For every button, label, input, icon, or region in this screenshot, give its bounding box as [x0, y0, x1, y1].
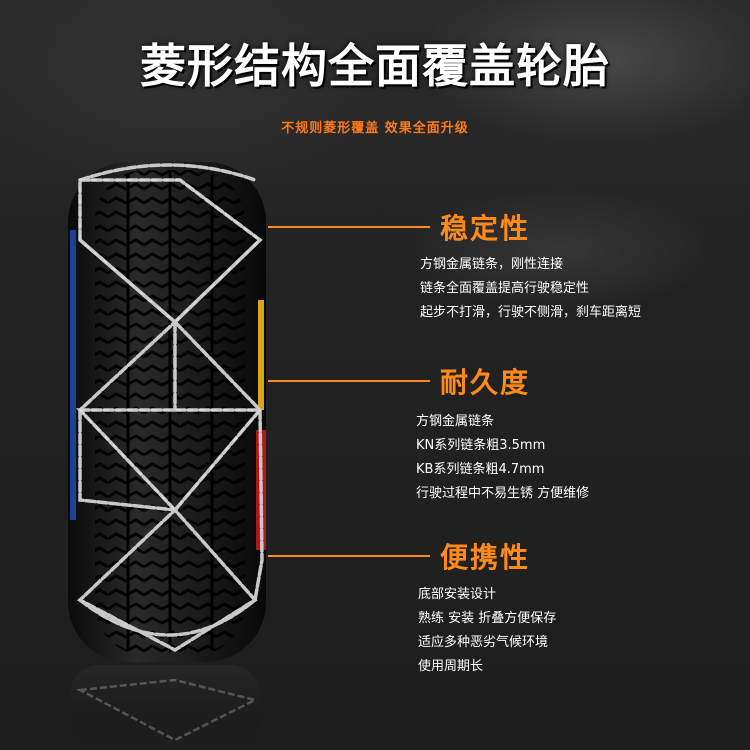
headline: 菱形结构全面覆盖轮胎	[140, 39, 610, 93]
feature-durability-connector-line	[268, 380, 430, 382]
feature-portability-header: 便携性	[268, 536, 530, 576]
feature-portability-description: 底部安装设计 熟练 安装 折叠方便保存 适应多种恶劣气候环境 使用周期长	[418, 583, 556, 679]
feature-stability-line: 起步不打滑，行驶不侧滑，刹车距离短	[420, 305, 642, 320]
feature-durability-line: 行驶过程中不易生锈 方便维修	[416, 486, 590, 501]
feature-portability-connector-line	[268, 555, 430, 557]
feature-stability-title: 稳定性	[440, 212, 531, 245]
feature-durability-header: 耐久度	[268, 361, 530, 401]
feature-durability-line: KN系列链条粗3.5mm	[416, 438, 546, 453]
feature-durability-description: 方钢金属链条 KN系列链条粗3.5mm KB系列链条粗4.7mm 行驶过程中不易…	[416, 410, 589, 506]
feature-portability-line: 适应多种恶劣气候环境	[418, 635, 549, 650]
feature-durability-line: 方钢金属链条	[416, 414, 495, 429]
feature-portability-line: 底部安装设计	[418, 587, 497, 602]
feature-stability-connector-line	[268, 226, 430, 228]
feature-portability-title: 便携性	[440, 541, 531, 574]
feature-durability-line: KB系列链条粗4.7mm	[416, 462, 545, 477]
feature-stability-line: 链条全面覆盖提高行驶稳定性	[420, 281, 590, 296]
feature-durability-title: 耐久度	[440, 366, 531, 399]
feature-stability-line: 方钢金属链条，刚性连接	[420, 257, 564, 272]
feature-portability-line: 熟练 安装 折叠方便保存	[418, 611, 557, 626]
feature-stability-header: 稳定性	[268, 207, 530, 247]
feature-stability-description: 方钢金属链条，刚性连接 链条全面覆盖提高行驶稳定性 起步不打滑，行驶不侧滑，刹车…	[420, 253, 641, 325]
feature-portability-line: 使用周期长	[418, 659, 484, 674]
subline: 不规则菱形覆盖 效果全面升级	[281, 121, 469, 136]
